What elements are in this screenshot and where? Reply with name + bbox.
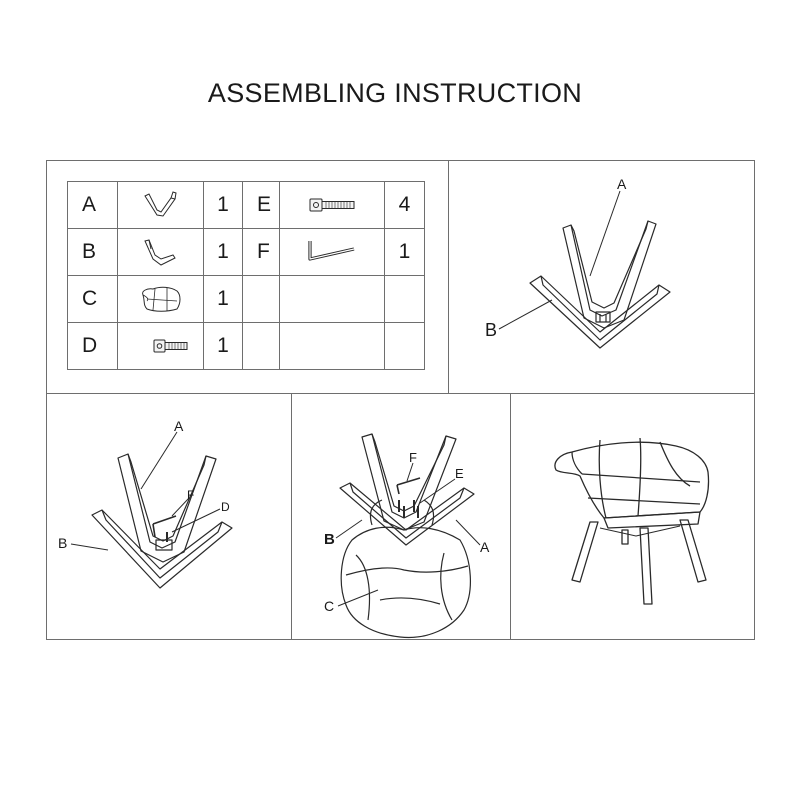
part-qty: 1 [203,181,243,229]
step3-frame-b [339,482,475,546]
part-qty [384,275,425,323]
step2-allen-key [152,515,177,538]
step3-allen-key [396,477,421,495]
part-label: D [67,322,118,370]
part-label: F [242,228,280,276]
part-label: E [242,181,280,229]
table-row: B 1 F 1 [67,228,425,276]
table-row: C 1 [67,275,425,323]
part-label [242,275,280,323]
step1-drawing [498,190,671,349]
chair-leg-front-left [571,521,599,583]
part-label [242,322,280,370]
short-bolt-icon [153,339,188,353]
step2-label-a: A [174,418,184,434]
leg-frame-b-icon [143,239,176,266]
step3-label-e: E [455,466,464,481]
step2-label-b: B [58,535,68,551]
table-row: D 1 [67,322,425,370]
outer-frame [46,160,755,640]
step3-label-f: F [409,450,417,465]
step3-seat-shell [340,526,471,639]
part-label: C [67,275,118,323]
part-label: B [67,228,118,276]
part-qty: 1 [203,275,243,323]
step1-label-a: A [617,176,627,192]
step3-label-c: C [324,598,335,614]
chair-leg-back-left [621,529,629,545]
part-qty: 4 [384,181,425,229]
step1-label-b: B [485,320,498,340]
step2-label-f: F [187,488,195,502]
step4-assembled-chair [554,437,710,605]
table-row: A 1 E 4 [67,181,425,229]
step2-drawing [70,431,233,589]
step3-label-b: B [324,531,335,548]
part-qty: 1 [203,322,243,370]
part-label: A [67,181,118,229]
bolt-e-icon [309,198,355,212]
step3-label-a: A [480,539,490,555]
part-qty [384,322,425,370]
step2-label-d: D [221,500,230,514]
part-qty: 1 [384,228,425,276]
step3-bolts [398,500,419,518]
allen-key-icon [308,241,355,261]
parts-table: A 1 E 4 B [67,181,425,370]
step3-drawing [335,433,481,639]
page-title: ASSEMBLING INSTRUCTION [207,78,583,108]
leg-frame-a-icon [143,191,177,217]
chair-leg-front-right [639,527,653,605]
chair-leg-back-right [679,519,707,583]
seat-shell-icon [141,286,180,312]
part-qty: 1 [203,228,243,276]
